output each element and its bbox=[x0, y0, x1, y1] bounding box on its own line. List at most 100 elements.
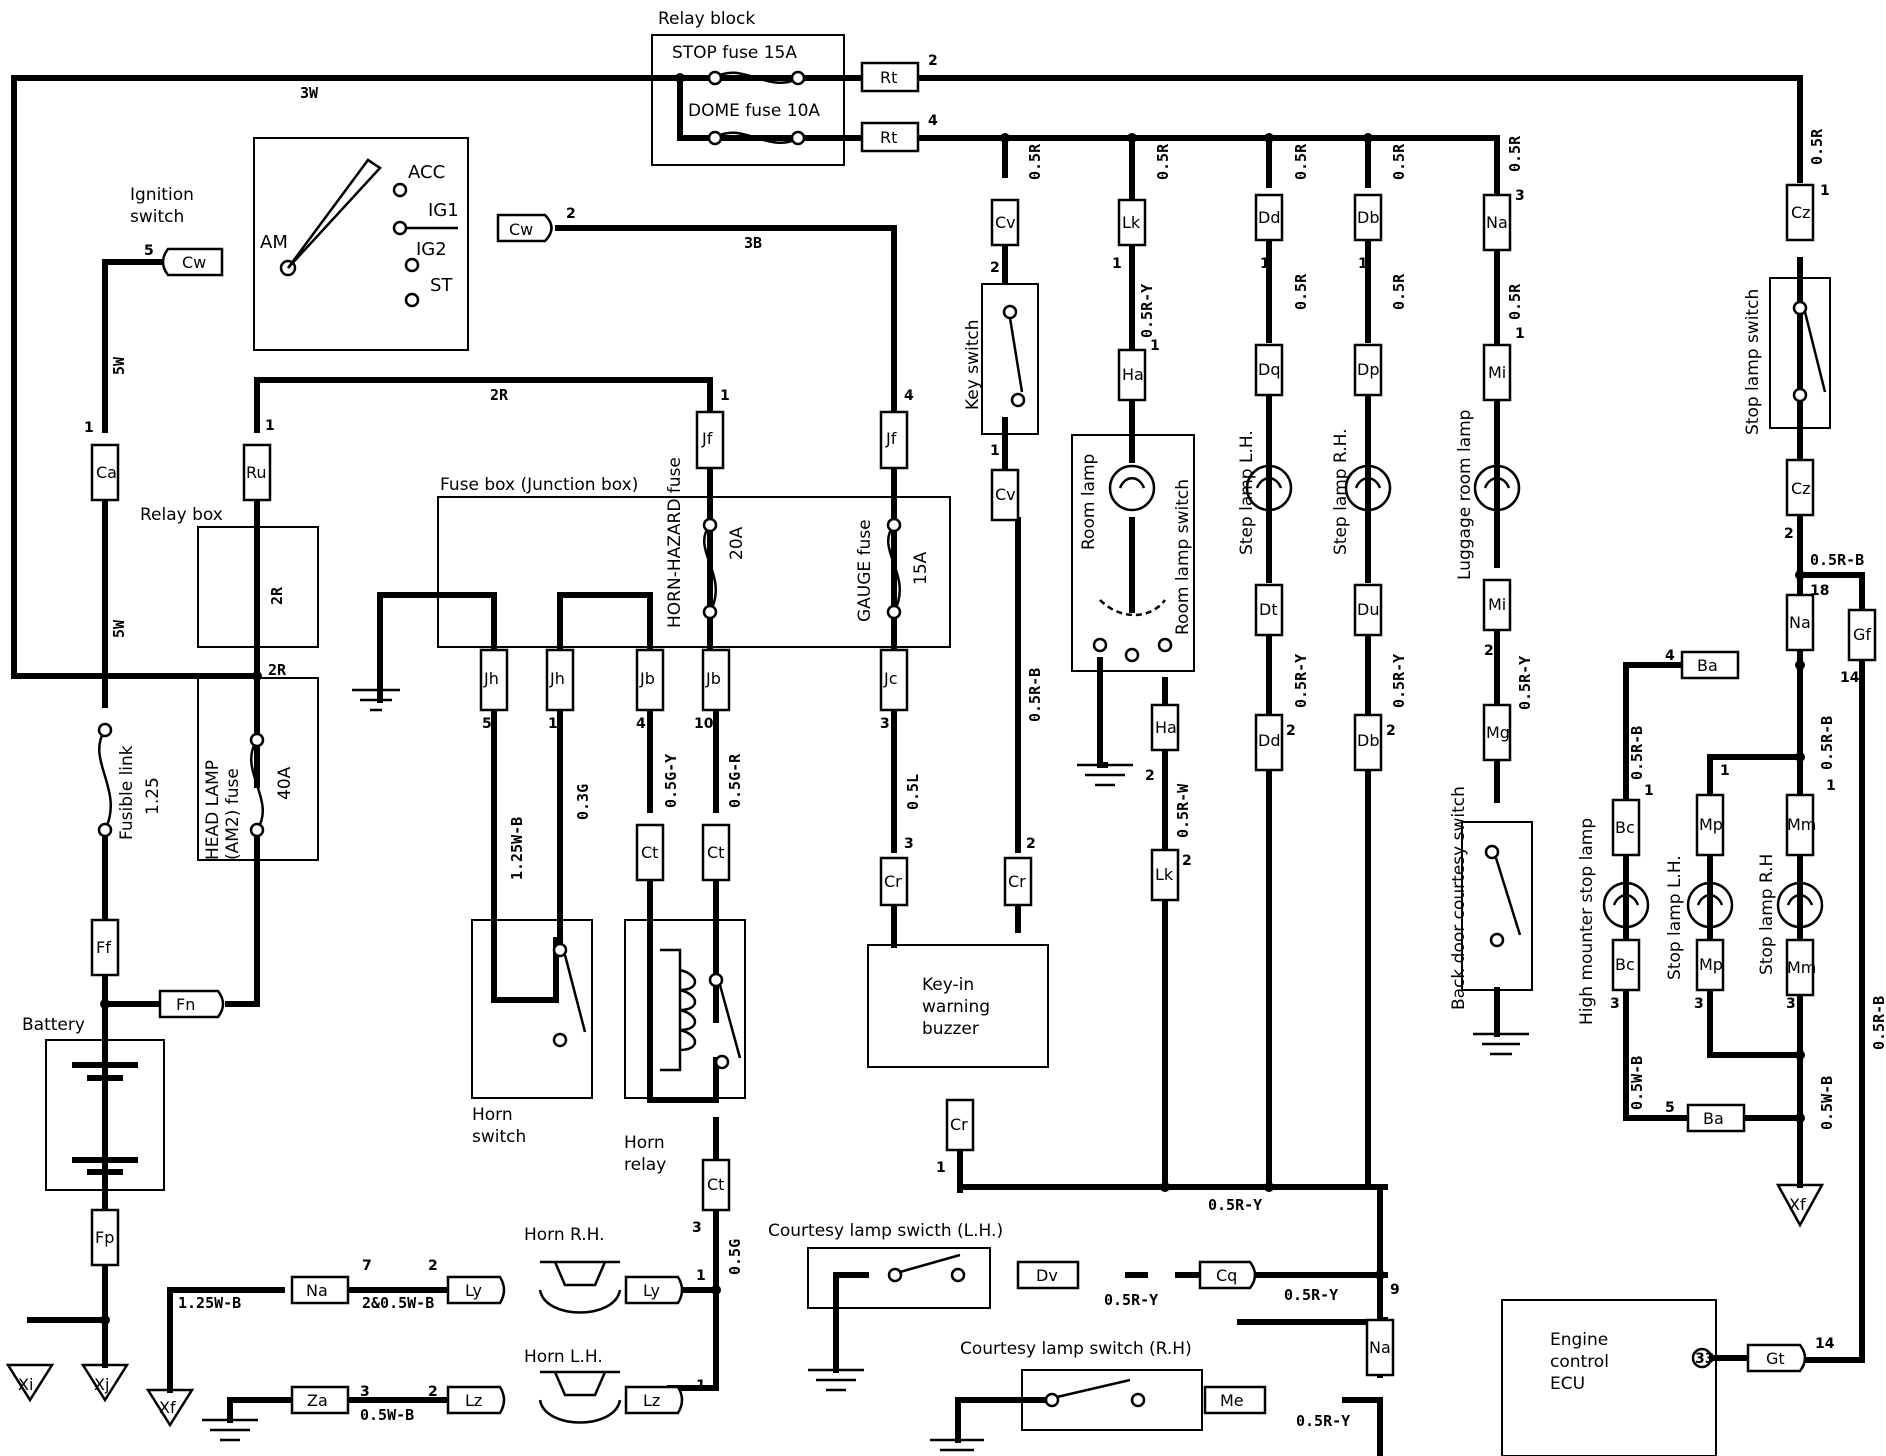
terminal-xi bbox=[5, 1363, 55, 1403]
svg-text:10: 10 bbox=[694, 716, 714, 732]
step-lamp-rh-bulb bbox=[1344, 464, 1392, 512]
room-lamp-box bbox=[1071, 434, 1195, 672]
connector-ba-2: Ba bbox=[1686, 1103, 1746, 1133]
svg-text:Db: Db bbox=[1357, 208, 1379, 227]
svg-text:Cw: Cw bbox=[182, 253, 206, 272]
connector-dd-2: Dd bbox=[1254, 713, 1284, 772]
wire-buzzer-out bbox=[957, 1107, 1388, 1193]
wire-label-05wb-2: 0.5W-B bbox=[1818, 1076, 1836, 1130]
connector-bc-1: Bc bbox=[1611, 798, 1641, 857]
horn-symbols bbox=[538, 1260, 622, 1424]
terminal-xf-right bbox=[1775, 1183, 1825, 1228]
svg-text:1: 1 bbox=[265, 418, 275, 434]
wire-label-2-05wb: 2&0.5W-B bbox=[362, 1294, 434, 1312]
wire-label-05rb: 0.5R-B bbox=[1026, 668, 1044, 722]
svg-text:3: 3 bbox=[880, 716, 890, 732]
connector-dd-1: Dd bbox=[1254, 193, 1284, 242]
wire-label-03g: 0.3G bbox=[574, 784, 592, 820]
svg-text:5: 5 bbox=[144, 243, 154, 259]
svg-text:2: 2 bbox=[1386, 723, 1396, 739]
stop-fuse-label: STOP fuse 15A bbox=[672, 43, 797, 63]
connector-cv-2: Cv bbox=[990, 468, 1020, 522]
gauge-amp-label: 15A bbox=[911, 551, 931, 585]
svg-text:1: 1 bbox=[1150, 338, 1160, 354]
relay-block-box bbox=[651, 34, 845, 166]
stop-lamp-lh-label: Stop lamp L.H. bbox=[1665, 855, 1685, 980]
ecu-label-1: Engine bbox=[1550, 1330, 1608, 1350]
connector-cw-am: Cw bbox=[161, 247, 224, 277]
svg-text:Dq: Dq bbox=[1258, 360, 1280, 379]
ecu-label-2: control bbox=[1550, 1352, 1609, 1372]
lamp-symbols bbox=[1108, 464, 1824, 929]
fuse-box bbox=[437, 496, 951, 648]
wire-stop-feed bbox=[917, 75, 1803, 183]
relay-coil bbox=[679, 968, 697, 1052]
stop-lamp-switch-box bbox=[1769, 277, 1831, 429]
ignition-label-1: Ignition bbox=[130, 185, 194, 205]
svg-text:Na: Na bbox=[1486, 213, 1508, 232]
svg-text:1: 1 bbox=[936, 1160, 946, 1176]
wire-label-5w-b: 5W bbox=[110, 619, 128, 638]
svg-text:Lk: Lk bbox=[1155, 865, 1174, 884]
connector-ca: Ca bbox=[90, 443, 120, 502]
connector-fp: Fp bbox=[90, 1208, 120, 1267]
connector-cz-1: Cz bbox=[1785, 183, 1815, 242]
room-lamp-bulb bbox=[1108, 464, 1156, 512]
svg-text:Ct: Ct bbox=[707, 1175, 724, 1194]
svg-text:Cz: Cz bbox=[1791, 479, 1811, 498]
terminal-xf-right-label: Xf bbox=[1789, 1195, 1806, 1214]
step-lamp-lh-bulb bbox=[1245, 464, 1293, 512]
wire-dome-drops bbox=[1002, 135, 1500, 203]
svg-text:9: 9 bbox=[1390, 1282, 1400, 1298]
terminal-xj-label: Xj bbox=[94, 1375, 109, 1394]
courtesy-rh-label: Courtesy lamp switch (R.H) bbox=[960, 1339, 1192, 1359]
luggage-lamp-bulb bbox=[1473, 464, 1521, 512]
wire-label-05gy: 0.5G-Y bbox=[662, 754, 680, 808]
fusible-link-label: Fusible link bbox=[117, 745, 137, 840]
key-in-buzzer-box bbox=[867, 944, 1049, 1068]
ecu-box bbox=[1501, 1299, 1717, 1456]
wire-label-05rb-4: 0.5R-B bbox=[1628, 726, 1646, 780]
battery-symbol bbox=[72, 1062, 138, 1175]
svg-text:Lz: Lz bbox=[465, 1391, 482, 1410]
connector-jf-1: Jf bbox=[695, 410, 725, 470]
terminal-labels: Xi Xj Xf Xf bbox=[18, 1195, 1806, 1417]
connector-lz-2: Lz bbox=[624, 1385, 684, 1415]
head-lamp-amp-label: 40A bbox=[275, 766, 295, 800]
wire-ground-bat bbox=[27, 1262, 108, 1368]
svg-text:5: 5 bbox=[482, 716, 492, 732]
svg-text:2: 2 bbox=[928, 53, 938, 69]
wire-label-05r-9: 0.5R bbox=[1506, 283, 1524, 320]
svg-text:2: 2 bbox=[566, 206, 576, 222]
wire-label-05rb-5: 0.5R-B bbox=[1870, 996, 1886, 1050]
svg-text:Lz: Lz bbox=[643, 1391, 660, 1410]
ecu-label-3: ECU bbox=[1550, 1374, 1585, 1394]
head-lamp-label-2: (AM2) fuse bbox=[223, 768, 243, 860]
svg-text:Lk: Lk bbox=[1122, 213, 1141, 232]
relay-box bbox=[197, 526, 319, 648]
step-lamp-lh-label: Step lamp L.H. bbox=[1237, 430, 1257, 555]
svg-text:18: 18 bbox=[1810, 583, 1829, 599]
connector-jh-1: Jh bbox=[479, 648, 509, 712]
horn-rh-bell bbox=[540, 1260, 620, 1287]
connector-rt-1: Rt bbox=[860, 61, 920, 93]
svg-text:4: 4 bbox=[928, 113, 938, 129]
connector-za: Za bbox=[290, 1385, 350, 1415]
svg-text:Mm: Mm bbox=[1787, 815, 1816, 834]
svg-text:1: 1 bbox=[990, 443, 1000, 459]
connector-rt-2: Rt bbox=[860, 121, 920, 153]
wire-label-05rw: 0.5R-W bbox=[1174, 783, 1192, 838]
connector-fn: Fn bbox=[158, 989, 225, 1019]
stop-lamp-lh-bulb bbox=[1686, 881, 1734, 929]
horn-switch-label-2: switch bbox=[472, 1127, 526, 1147]
wire-05rb-right bbox=[1797, 657, 1865, 1363]
relay-coil-frame bbox=[660, 948, 682, 1072]
switch-symbols bbox=[552, 300, 1827, 1408]
connector-bc-2: Bc bbox=[1611, 938, 1641, 992]
st-label: ST bbox=[430, 275, 453, 296]
terminal-xf-left bbox=[145, 1388, 195, 1428]
svg-text:2: 2 bbox=[1026, 836, 1036, 852]
wire-label-05ry-1: 0.5R-Y bbox=[1138, 284, 1156, 338]
wire-relay-coil bbox=[647, 707, 719, 1103]
